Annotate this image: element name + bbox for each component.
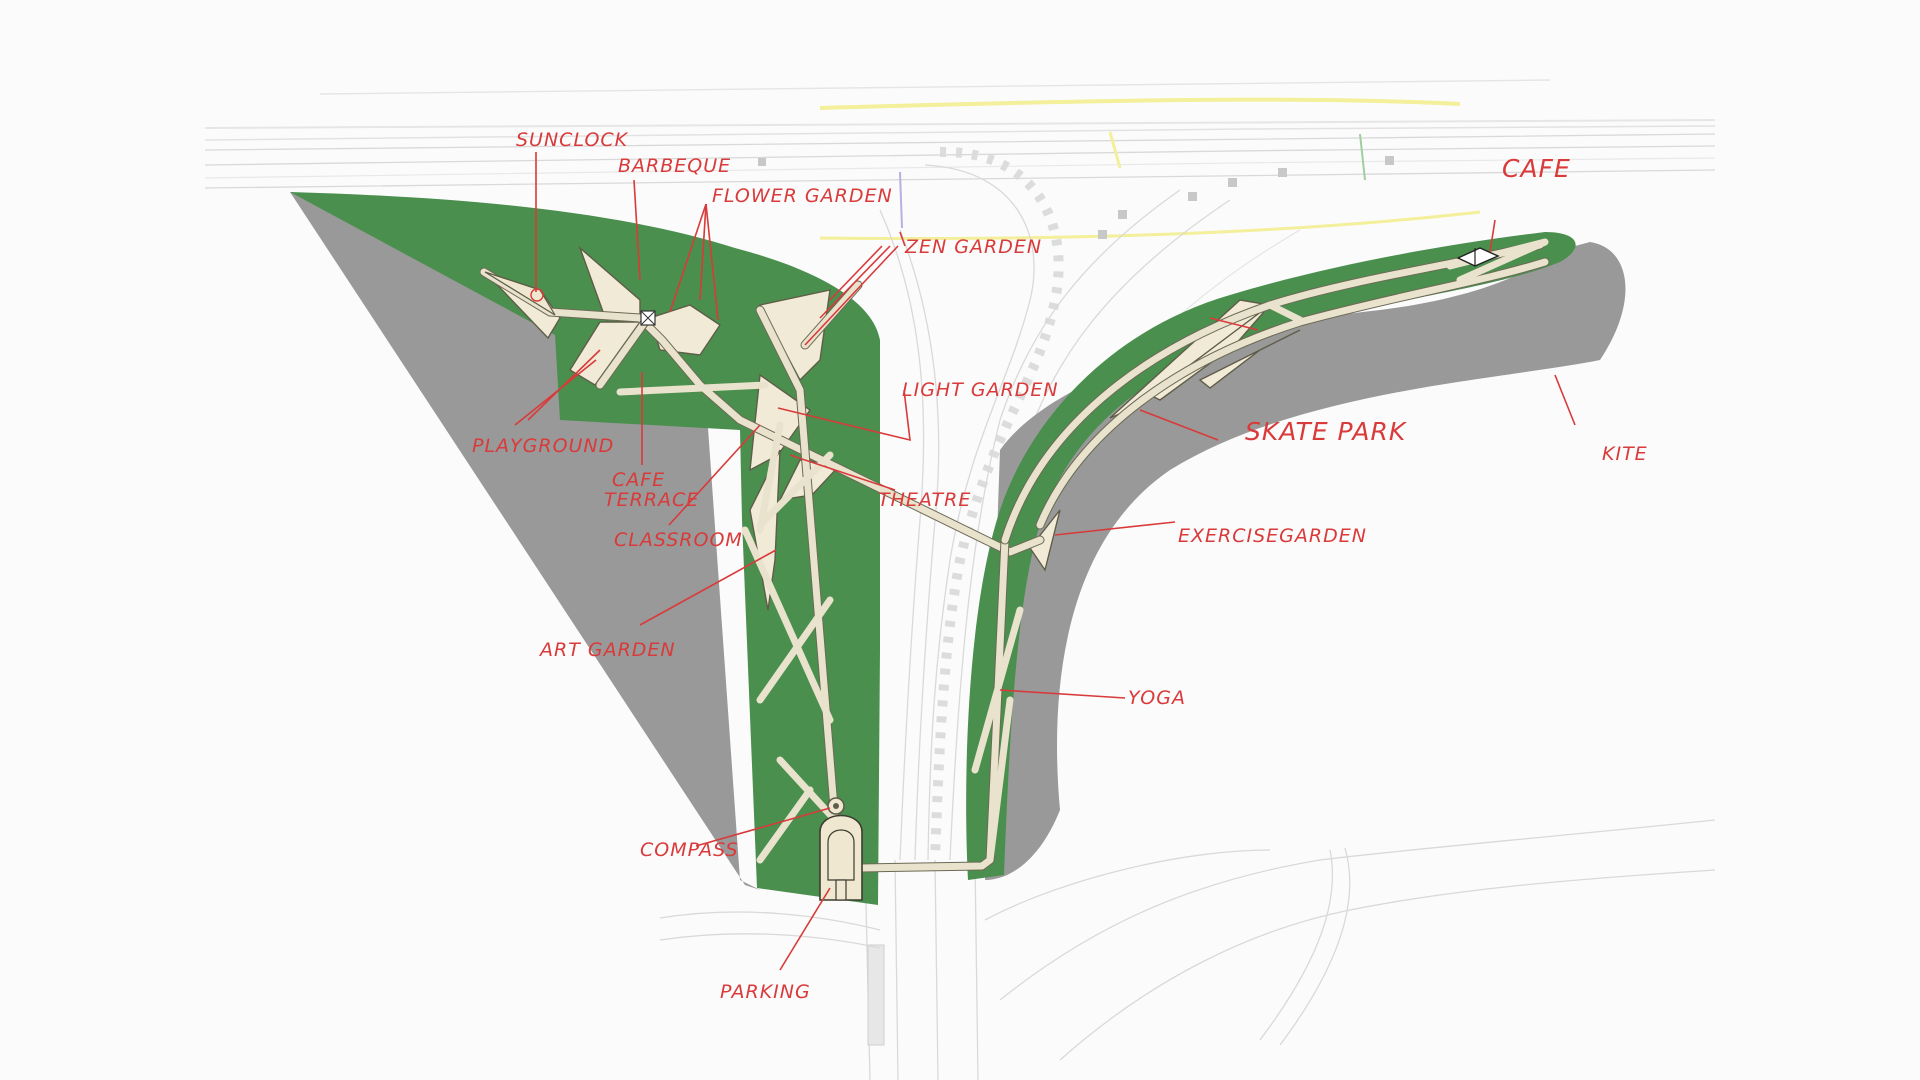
label-exercise-garden: EXERCISEGARDEN (1178, 525, 1367, 547)
zone-labels: SUNCLOCK BARBEQUE FLOWER GARDEN ZEN GARD… (472, 129, 1648, 1003)
label-playground: PLAYGROUND (472, 435, 614, 457)
label-leaders (514, 152, 1576, 971)
sunclock-marker-icon (484, 271, 556, 316)
label-barbeque: BARBEQUE (618, 155, 731, 177)
path-network (479, 238, 1550, 873)
cafe-pavilion-icon (1456, 247, 1500, 267)
label-classroom: CLASSROOM (614, 529, 743, 551)
label-art-garden: ART GARDEN (538, 639, 676, 661)
label-kite: KITE (1602, 443, 1648, 465)
label-zen-garden: ZEN GARDEN (904, 236, 1042, 258)
label-yoga: YOGA (1128, 687, 1186, 709)
site-features (484, 247, 1500, 901)
label-cafe-top: CAFE (1502, 154, 1571, 183)
label-compass: COMPASS (640, 839, 739, 861)
label-sunclock: SUNCLOCK (516, 129, 629, 151)
label-cafe-terrace-line2: TERRACE (604, 489, 699, 511)
label-cafe-terrace-line1: CAFE (612, 469, 665, 491)
label-skate-park: SKATE PARK (1245, 417, 1408, 446)
park-green-areas (290, 192, 1576, 905)
parking-building-icon (819, 814, 863, 901)
label-parking: PARKING (720, 981, 811, 1003)
label-light-garden: LIGHT GARDEN (902, 379, 1059, 401)
label-theatre: THEATRE (878, 489, 971, 511)
compass-icon (827, 797, 845, 815)
park-zones (484, 245, 1301, 611)
label-flower-garden: FLOWER GARDEN (712, 185, 893, 207)
pavilion-icon (640, 310, 656, 326)
